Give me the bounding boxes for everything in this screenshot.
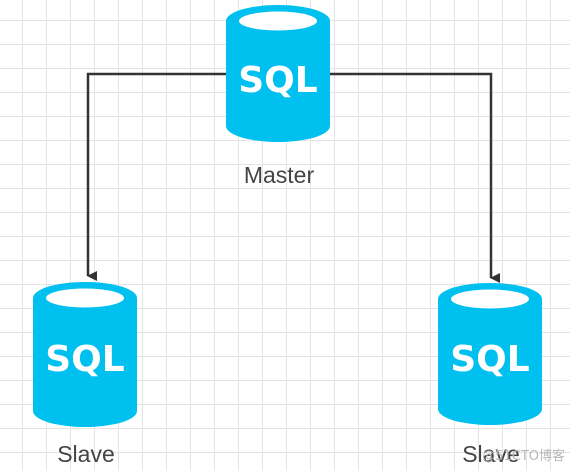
connector-master-to-slave-right	[330, 72, 500, 283]
database-icon-text: SQL	[45, 339, 124, 380]
slave-right-label: Slave	[462, 441, 520, 467]
database-icon: SQL	[33, 282, 137, 427]
slave-right-database-node[interactable]: SQL Slave	[438, 283, 542, 467]
master-database-node[interactable]: SQL Master	[226, 5, 330, 188]
slave-left-database-node[interactable]: SQL Slave	[33, 282, 137, 467]
connector-master-to-slave-left	[86, 72, 228, 281]
master-label: Master	[244, 162, 315, 188]
watermark: @51CTO博客	[482, 448, 565, 464]
database-icon-text: SQL	[238, 60, 317, 101]
database-icon: SQL	[226, 5, 330, 142]
database-icon: SQL	[438, 283, 542, 425]
slave-left-label: Slave	[57, 441, 115, 467]
database-icon-text: SQL	[450, 339, 529, 380]
